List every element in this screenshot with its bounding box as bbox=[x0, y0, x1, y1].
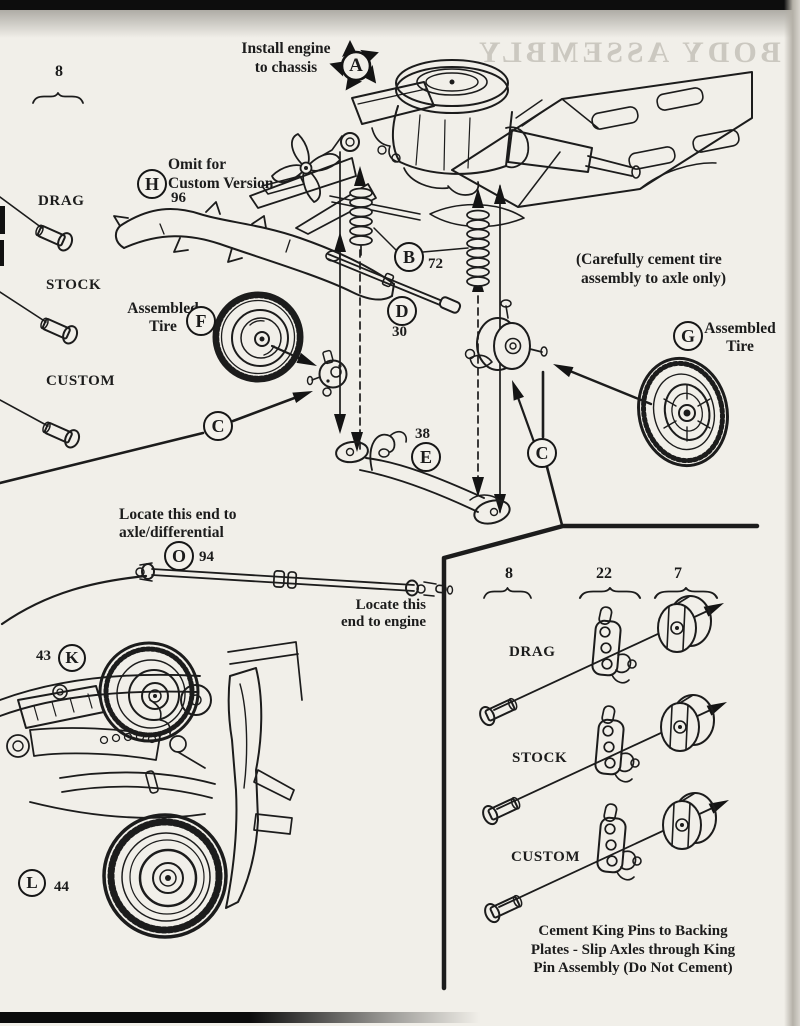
driveshaft-right-note: Locate this end to engine bbox=[340, 597, 426, 630]
callout-b: B bbox=[394, 242, 424, 272]
tire-cement-note: (Carefully cement tire assembly to axle … bbox=[576, 250, 726, 288]
tire-f-label-line2: Tire bbox=[149, 318, 177, 335]
kingpin-cement-note-line3: Pin Assembly (Do Not Cement) bbox=[533, 960, 733, 976]
kingpin-cement-note-line1: Cement King Pins to Backing bbox=[538, 923, 728, 939]
callout-g: G bbox=[673, 321, 703, 351]
part-number-38: 38 bbox=[415, 426, 430, 442]
tire-f-label-line1: Assembled bbox=[127, 300, 199, 317]
crossmember-part-drawing bbox=[113, 201, 395, 301]
panel-row-custom: CUSTOM bbox=[511, 849, 581, 865]
kingpin-cement-note-line2: Plates - Slip Axles through King bbox=[530, 941, 736, 958]
callout-d: D bbox=[387, 296, 417, 326]
callout-k: K bbox=[58, 644, 86, 672]
tire-g-label-line2: Tire bbox=[726, 338, 754, 355]
star-a-badge bbox=[329, 40, 379, 91]
page-right-edge bbox=[784, 0, 800, 1026]
page-top-edge bbox=[0, 0, 800, 10]
panel-row-stock: STOCK bbox=[512, 750, 568, 766]
tire-g-drawing bbox=[637, 356, 729, 468]
axle-option-stock: STOCK bbox=[46, 277, 102, 293]
part-number-72: 72 bbox=[428, 256, 443, 272]
chassis-pan-drawing bbox=[451, 71, 753, 208]
axle-option-custom: CUSTOM bbox=[46, 373, 116, 389]
coil-spring-drawings bbox=[349, 187, 490, 287]
install-engine-note-line1: Install engine bbox=[241, 40, 331, 57]
panel-row-drag: DRAG bbox=[509, 644, 556, 660]
panel-count-kingpins: 22 bbox=[596, 565, 612, 582]
driveshaft-right-note-line2: end to engine bbox=[340, 613, 426, 630]
part-number-94: 94 bbox=[199, 549, 214, 565]
tire-f-drawing bbox=[212, 291, 304, 383]
driveshaft-drawing bbox=[0, 562, 454, 626]
left-axle-pins bbox=[0, 196, 81, 449]
tire-g-label-line1: Assembled bbox=[704, 320, 776, 337]
tire-f-label: Assembled Tire bbox=[126, 300, 200, 336]
spindle-drawing-right bbox=[464, 299, 548, 371]
lower-arm-drawing bbox=[335, 430, 511, 525]
callout-o: O bbox=[164, 541, 194, 571]
driveshaft-left-note-line2: axle/differential bbox=[119, 523, 224, 541]
omit-note: Omit for Custom Version bbox=[168, 155, 274, 193]
panel-count-axles: 8 bbox=[505, 565, 513, 582]
coil-spring-left bbox=[349, 187, 373, 256]
count-braces bbox=[32, 92, 719, 599]
part-number-43: 43 bbox=[36, 648, 51, 664]
callout-l: L bbox=[18, 869, 46, 897]
install-engine-note: Install engine to chassis bbox=[233, 39, 339, 77]
part-number-30: 30 bbox=[392, 324, 407, 340]
axle-pin bbox=[42, 421, 81, 449]
callout-e: E bbox=[411, 442, 441, 472]
driveshaft-left-note: Locate this end to axle/differential bbox=[119, 506, 237, 541]
panel-count-drums: 7 bbox=[674, 565, 682, 582]
callout-c-left: C bbox=[203, 411, 233, 441]
callout-h: H bbox=[137, 169, 167, 199]
omit-note-line2: Custom Version bbox=[168, 175, 274, 192]
callout-c-right: C bbox=[527, 438, 557, 468]
tie-rod-drawing bbox=[325, 250, 462, 314]
driveshaft-right-note-line1: Locate this bbox=[355, 597, 426, 613]
driveshaft-left-note-line1: Locate this end to bbox=[119, 506, 237, 523]
omit-note-line1: Omit for bbox=[168, 156, 227, 173]
spindle-drawing-left bbox=[306, 349, 348, 397]
coil-spring-right bbox=[466, 209, 490, 287]
axle-pin bbox=[35, 224, 74, 252]
scan-top-shadow bbox=[0, 10, 800, 38]
callout-f: F bbox=[186, 306, 216, 336]
kingpin-cement-note: Cement King Pins to Backing Plates - Sli… bbox=[527, 922, 739, 978]
callout-a: A bbox=[349, 55, 363, 76]
install-engine-note-line2: to chassis bbox=[254, 59, 318, 76]
tire-cement-note-line2: assembly to axle only) bbox=[581, 270, 727, 287]
part-number-96: 96 bbox=[171, 190, 186, 206]
kingpin-row-drag bbox=[479, 595, 724, 727]
axle-count-label: 8 bbox=[55, 63, 63, 80]
page-bottom-edge bbox=[0, 1012, 480, 1023]
axle-pin bbox=[40, 317, 79, 345]
kingpin-panel-border bbox=[441, 523, 760, 991]
front-clip-drawing bbox=[0, 641, 303, 939]
tire-cement-note-line1: (Carefully cement tire bbox=[576, 251, 722, 268]
engine-drawing bbox=[249, 59, 641, 235]
axle-option-drag: DRAG bbox=[38, 193, 85, 209]
part-number-44: 44 bbox=[54, 879, 69, 895]
tire-g-label: Assembled Tire bbox=[704, 320, 776, 356]
